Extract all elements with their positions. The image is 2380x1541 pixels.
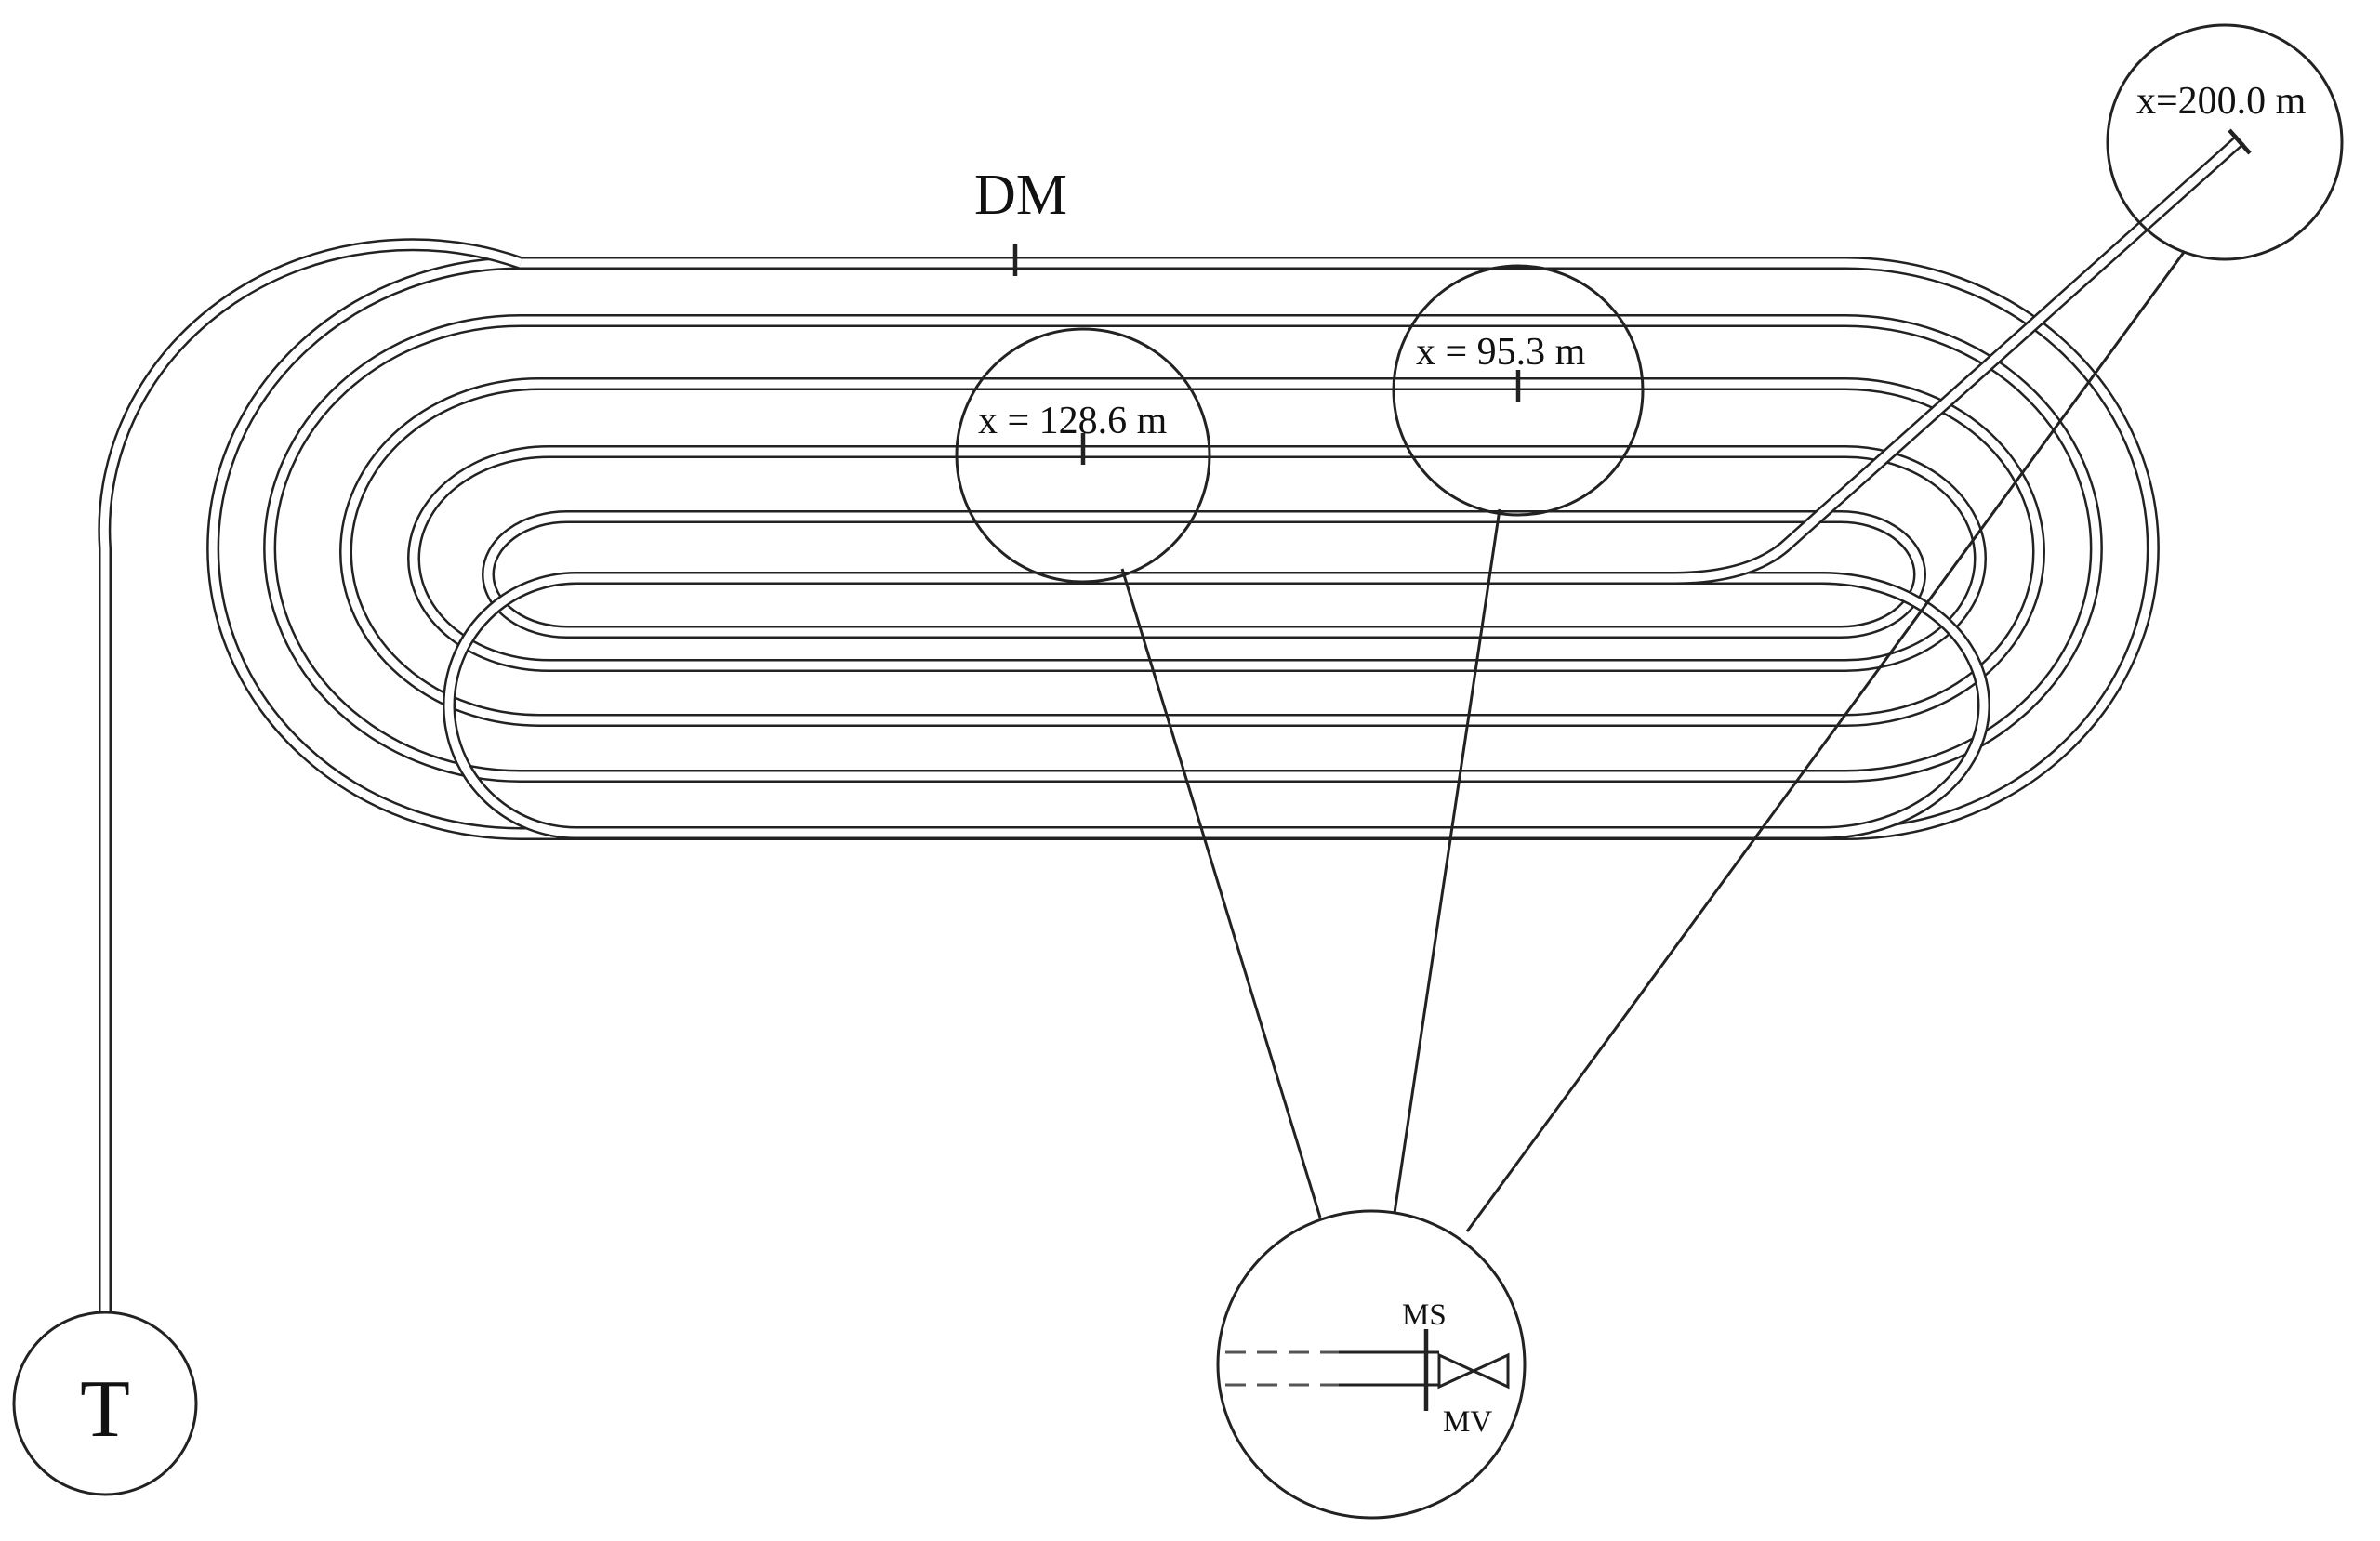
- pipe-loop-6-bore: [444, 573, 1989, 837]
- leader-line-128: [1120, 568, 1322, 1218]
- tank-label: T: [80, 1364, 130, 1455]
- mv-label: MV: [1443, 1405, 1492, 1439]
- leader-line-200: [1465, 250, 2187, 1232]
- callout-label-200: x=200.0 m: [2136, 80, 2307, 123]
- callout-x-95: x = 95.3 m: [1392, 264, 1645, 517]
- leader-lines: [1120, 250, 2187, 1232]
- pipe-loop-4-bore: [409, 447, 1985, 670]
- valve-detail: MS MV: [1216, 1209, 1527, 1520]
- outlet-pipe-bore: [1673, 136, 2243, 583]
- tank-group: T: [12, 1311, 198, 1496]
- callout-circle-95: [1392, 264, 1645, 517]
- callout-circle-128: [955, 327, 1211, 584]
- pipe-loop-3-bore: [341, 379, 2043, 725]
- callout-x-200: x=200.0 m: [2106, 23, 2344, 261]
- ms-label: MS: [1402, 1298, 1447, 1332]
- pipe-end-mark-200: [2228, 128, 2252, 155]
- dm-label: DM: [974, 164, 1067, 227]
- leader-line-95: [1393, 508, 1501, 1214]
- dm-marker-group: DM: [974, 164, 1067, 276]
- valve-detail-circle: [1216, 1209, 1527, 1520]
- inlet-pipe-bore: [99, 240, 522, 1315]
- pipe-loop-6: [443, 572, 1990, 839]
- callout-label-95: x = 95.3 m: [1416, 331, 1586, 374]
- callout-label-128: x = 128.6 m: [978, 400, 1168, 442]
- callout-circle-200: [2106, 23, 2344, 261]
- callout-x-128: x = 128.6 m: [955, 327, 1211, 584]
- pipe-coil: [98, 134, 2245, 1315]
- tank-circle: [12, 1311, 198, 1496]
- pipe-loop-5-bore: [483, 512, 1924, 637]
- mv-valve-icon: [1437, 1352, 1510, 1390]
